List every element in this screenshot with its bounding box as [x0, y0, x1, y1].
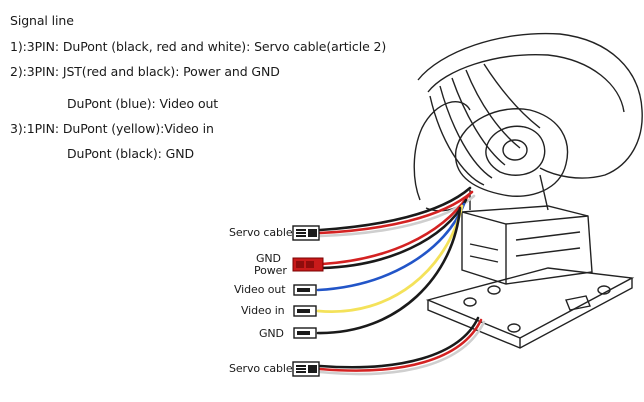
- label-servo-cable-bottom: Servo cable: [229, 362, 293, 375]
- spec-line-2: 2):3PIN: JST(red and black): Power and G…: [10, 64, 280, 79]
- spec-line-3: DuPont (blue): Video out: [67, 96, 219, 111]
- connector-jst-power: [292, 257, 324, 272]
- wire-power-red: [320, 194, 470, 266]
- label-gnd: GND: [259, 327, 284, 340]
- wire-bundle: [316, 186, 486, 376]
- connector-servo-top: [292, 225, 320, 241]
- label-video-out: Video out: [234, 283, 286, 296]
- spec-line-5: DuPont (black): GND: [67, 146, 194, 161]
- wire-servo-top-red: [318, 190, 474, 235]
- wire-gnd-black: [320, 198, 468, 270]
- spec-line-1: 1):3PIN: DuPont (black, red and white): …: [10, 39, 387, 54]
- wire-servo-bottom-red: [318, 318, 483, 372]
- connector-servo-bottom: [292, 361, 320, 377]
- connector-gnd: [293, 327, 317, 339]
- wire-servo-bottom-white: [318, 320, 486, 376]
- label-power: Power: [254, 264, 287, 277]
- connector-video-out: [293, 284, 317, 296]
- gimbal-camera-drawing: [413, 32, 643, 349]
- wire-gnd-black-2: [316, 206, 462, 335]
- label-gnd-top: GND: [256, 252, 281, 265]
- signal-line-heading: Signal line: [10, 13, 74, 28]
- wire-servo-top-black: [318, 186, 472, 232]
- label-video-in: Video in: [241, 304, 285, 317]
- label-servo-cable-top: Servo cable: [229, 226, 293, 239]
- spec-line-4: 3):1PIN: DuPont (yellow):Video in: [10, 121, 214, 136]
- wire-video-in-yellow: [316, 204, 464, 314]
- wire-video-out-blue: [316, 202, 466, 292]
- connector-video-in: [293, 305, 317, 317]
- wire-servo-bottom-black: [318, 316, 480, 369]
